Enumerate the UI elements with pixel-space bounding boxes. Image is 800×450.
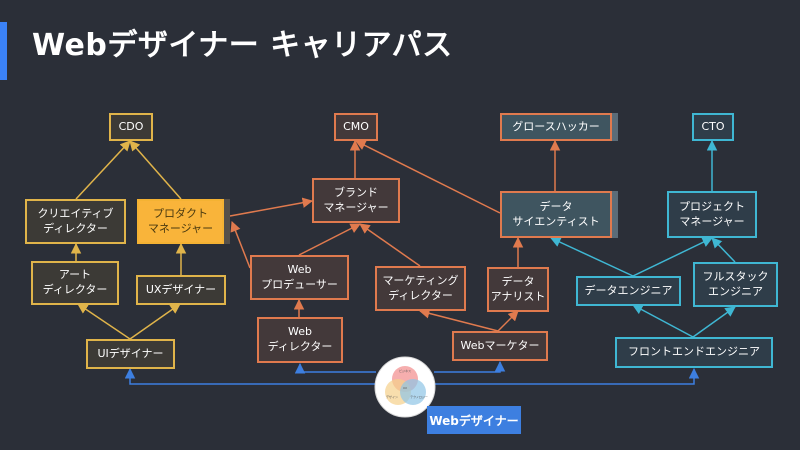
edge-marketer-to-mkdir: [418, 308, 499, 332]
edge-fullstack-to-pm: [711, 237, 736, 263]
skills-venn-diagram: ビジネス デザイン テクノロジー UX: [374, 356, 436, 422]
node-art-director: アート ディレクター: [31, 261, 119, 305]
base-distribution-arrows: [124, 360, 700, 385]
node-data-engineer: データエンジニア: [576, 276, 681, 306]
marketing-track-arrows: [229, 139, 561, 332]
venn-label-ux: UX: [403, 386, 407, 390]
edge-frontend-to-fullstack: [692, 306, 736, 338]
title-accent-bar: [0, 22, 7, 80]
edge-ui-to-ux: [129, 303, 181, 340]
edge-marketer-to-analyst: [497, 310, 519, 332]
node-web-designer: Webデザイナー: [427, 406, 521, 434]
edge-producer-to-product: [230, 221, 251, 269]
edge-dataeng-to-scientist: [550, 237, 634, 277]
node-data-analyst: データ アナリスト: [487, 267, 549, 312]
edge-base-to-ui: [124, 367, 376, 385]
edge-mkdir-to-brand: [359, 223, 421, 267]
node-cdo: CDO: [109, 113, 153, 141]
node-product-manager: プロダクト マネージャー: [137, 199, 224, 244]
venn-label-technology: テクノロジー: [410, 394, 428, 399]
node-web-director: Web ディレクター: [257, 317, 343, 363]
node-ux-designer: UXデザイナー: [136, 275, 226, 305]
node-web-producer: Web プロデューサー: [250, 255, 349, 300]
engineering-track-arrows: [550, 139, 736, 338]
edge-base-to-marketer: [434, 360, 506, 373]
node-marketing-director: マーケティング ディレクター: [375, 266, 466, 311]
node-cmo: CMO: [334, 113, 378, 141]
edge-base-to-webdir: [294, 362, 376, 374]
node-cto: CTO: [692, 113, 734, 141]
node-project-manager: プロジェクト マネージャー: [667, 191, 757, 238]
page-title: Webデザイナー キャリアパス: [32, 28, 453, 63]
edge-frontend-to-dataeng: [632, 304, 694, 338]
node-data-scientist: データ サイエンティスト: [500, 191, 612, 238]
edge-creative-to-cdo: [75, 140, 131, 200]
node-brand-manager: ブランド マネージャー: [312, 178, 400, 223]
node-web-marketer: Webマーケター: [452, 331, 548, 361]
edge-product-to-brand: [229, 197, 314, 217]
edge-dataeng-to-pm: [632, 237, 713, 277]
design-track-arrows: [70, 140, 187, 340]
venn-label-design: デザイン: [386, 394, 398, 399]
edge-producer-to-brand: [298, 223, 361, 256]
edge-ui-to-art: [77, 303, 131, 340]
node-fullstack-engineer: フルスタック エンジニア: [693, 262, 778, 307]
edge-product-to-cdo: [129, 140, 182, 200]
venn-label-business: ビジネス: [399, 368, 411, 373]
node-growth-hacker: グロースハッカー: [500, 113, 612, 141]
edge-scientist-to-cmo: [355, 140, 501, 214]
edge-base-to-frontend: [434, 367, 700, 385]
node-creative-director: クリエイティブ ディレクター: [25, 199, 126, 244]
node-ui-designer: UIデザイナー: [86, 339, 175, 369]
venn-technology-circle: [400, 379, 426, 405]
node-frontend-engineer: フロントエンドエンジニア: [615, 337, 773, 368]
